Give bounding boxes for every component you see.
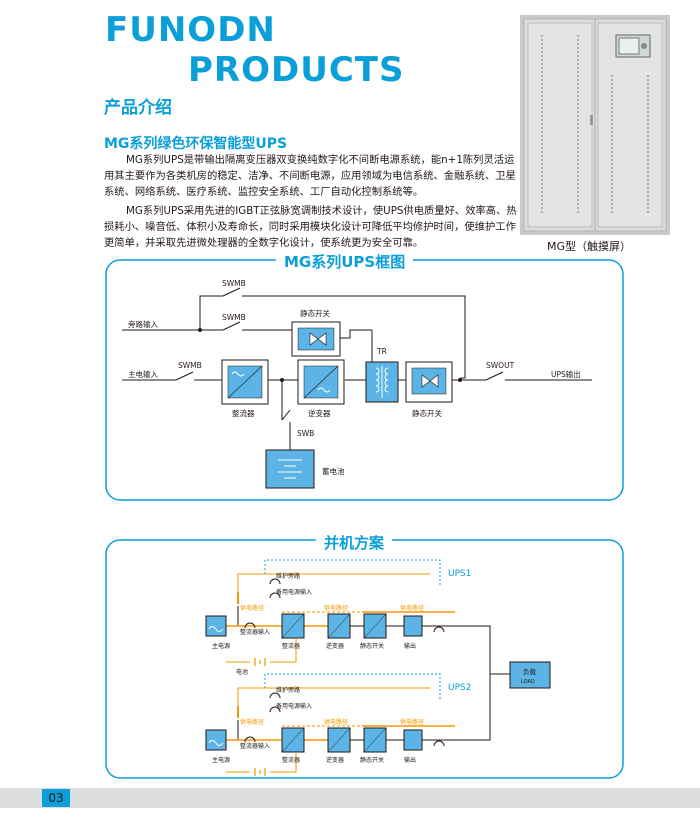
rectifier-label: 整流器 [232, 408, 255, 418]
intro-paragraph-2: MG系列UPS采用先进的IGBT正弦脉宽调制技术设计，使UPS供电质量好、效率高… [104, 205, 517, 249]
ups2-backup-input: 备用电源输入 [276, 702, 312, 710]
ups1-maint-bypass: 维护旁路 [276, 572, 300, 580]
ups2-power-path-1: 供电路径 [240, 718, 264, 726]
parallel-scheme-diagram: 负载 LOAD UPS1 维护旁路 备用电源输入 供电路径 供电路径 供电路径 … [105, 539, 624, 779]
swb-label: SWB [297, 429, 314, 438]
battery-label: 蓄电池 [322, 466, 345, 476]
ups2-power-path-2: 供电路径 [324, 718, 348, 726]
section-title: MG系列绿色环保智能型UPS [104, 136, 288, 152]
main-input-label: 主电输入 [128, 369, 158, 379]
ups-cabinet-image [520, 15, 670, 235]
ups1-rect-input: 整流器输入 [240, 628, 270, 636]
ups1-output: 输出 [404, 642, 416, 650]
ups1-backup-input: 备用电源输入 [276, 588, 312, 596]
ups2-rect-input: 整流器输入 [240, 742, 270, 750]
ups1-unit [205, 559, 455, 666]
swmb-top-label: SWMB [222, 279, 246, 288]
ups1-power-path-3: 供电路径 [400, 604, 424, 612]
load-label: 负载 [523, 667, 537, 676]
ups2-output: 输出 [404, 756, 416, 764]
ups2-power-path-3: 供电路径 [400, 718, 424, 726]
brand-name: FUNODN [105, 10, 276, 50]
ups2-static-switch: 静态开关 [360, 756, 384, 764]
ups1-power-path-1: 供电路径 [240, 604, 264, 612]
swmb-main-label: SWMB [178, 361, 202, 370]
ups1-rectifier: 整流器 [282, 642, 300, 650]
ups1-label: UPS1 [448, 569, 471, 579]
ups2-unit [205, 673, 455, 776]
bypass-input-label: 旁路输入 [128, 319, 158, 329]
ups2-inverter: 逆变器 [326, 756, 344, 764]
ups2-rectifier: 整流器 [282, 756, 300, 764]
static-switch-bottom-label: 静态开关 [412, 408, 442, 418]
inverter-label: 逆变器 [308, 408, 331, 418]
footer-bar [0, 788, 700, 808]
tr-label: TR [376, 347, 387, 356]
ups1-battery: 电池 [236, 668, 248, 676]
brand-products: PRODUCTS [188, 50, 405, 90]
intro-paragraph-1: MG系列UPS是带输出隔离变压器双变换纯数字化不间断电源系统，能n+1陈列灵活运… [104, 154, 516, 198]
ups1-main-power: 主电源 [212, 642, 230, 650]
ups1-power-path-2: 供电路径 [324, 604, 348, 612]
block-diagram-title: MG系列UPS框图 [276, 251, 414, 272]
page-number: 03 [42, 789, 70, 807]
ups-block-diagram: SWMB SWMB SWMB 静态开关 旁路输入 主电输入 TR SWOUT U… [105, 259, 624, 501]
product-caption: MG型（触摸屏） [547, 240, 632, 253]
ups1-inverter: 逆变器 [326, 642, 344, 650]
ups1-static-switch: 静态开关 [360, 642, 384, 650]
ups2-label: UPS2 [448, 683, 471, 693]
static-switch-top-label: 静态开关 [300, 308, 330, 318]
swmb-bypass-label: SWMB [222, 313, 246, 322]
load-en-label: LOAD [521, 679, 535, 685]
page-title: 产品介绍 [104, 98, 172, 118]
ups2-maint-bypass: 维护旁路 [276, 686, 300, 694]
ups-output-label: UPS输出 [551, 369, 581, 379]
ups2-main-power: 主电源 [212, 756, 230, 764]
swout-label: SWOUT [486, 361, 515, 370]
parallel-scheme-title: 并机方案 [316, 532, 393, 553]
